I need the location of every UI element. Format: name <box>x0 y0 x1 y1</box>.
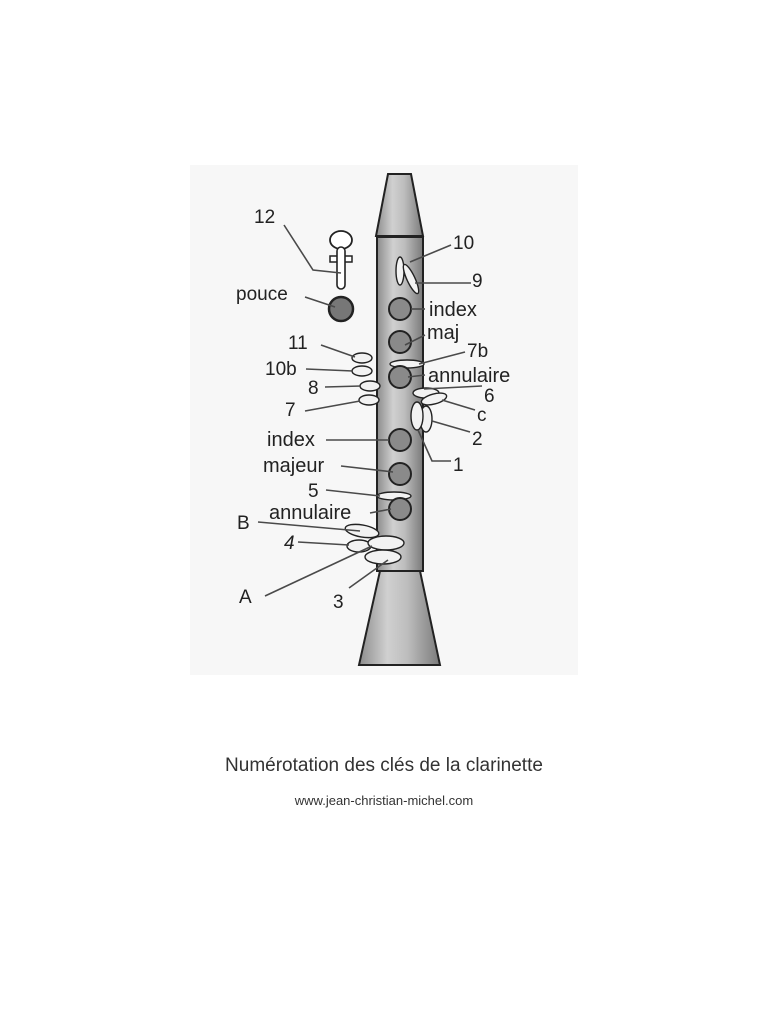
hole-annulaire-lower <box>388 497 412 521</box>
label-11: 11 <box>288 333 308 354</box>
label-index-left: index <box>267 429 315 451</box>
thumb-hole <box>327 295 355 323</box>
hole-index-upper <box>388 297 412 321</box>
label-4: 4 <box>284 533 295 554</box>
label-B: B <box>237 513 250 534</box>
label-c: c <box>477 405 487 426</box>
leader-lines <box>257 224 483 597</box>
key-1 <box>410 401 424 431</box>
key-8 <box>359 380 381 392</box>
label-6: 6 <box>484 386 495 407</box>
key-10 <box>395 256 405 286</box>
label-annulaire-left: annulaire <box>269 502 351 524</box>
bell <box>357 570 442 666</box>
caption-title: Numérotation des clés de la clarinette <box>225 755 543 776</box>
key-9 <box>402 263 420 295</box>
label-9: 9 <box>472 271 483 292</box>
hole-annulaire-upper <box>388 365 412 389</box>
label-1: 1 <box>453 455 464 476</box>
label-A: A <box>239 587 252 608</box>
label-annulaire-right: annulaire <box>428 365 510 387</box>
label-8: 8 <box>308 378 319 399</box>
key-3 <box>364 549 402 565</box>
label-7: 7 <box>285 400 296 421</box>
label-3: 3 <box>333 592 344 613</box>
key-c <box>420 392 448 406</box>
label-2: 2 <box>472 429 483 450</box>
label-5: 5 <box>308 481 319 502</box>
key-11 <box>351 352 373 364</box>
label-index-right: index <box>429 299 477 321</box>
key-7 <box>358 394 380 406</box>
key-B <box>344 523 380 539</box>
caption-website: www.jean-christian-michel.com <box>294 793 474 808</box>
label-10: 10 <box>453 233 474 254</box>
label-majeur: majeur <box>263 455 324 477</box>
key-4 <box>346 539 372 553</box>
hole-index-lower <box>388 428 412 452</box>
label-12: 12 <box>254 207 275 228</box>
register-key-12 <box>329 230 353 290</box>
key-A <box>367 535 405 551</box>
label-7b: 7b <box>467 341 488 362</box>
hole-maj-upper <box>388 330 412 354</box>
label-10b: 10b <box>265 359 297 380</box>
label-maj: maj <box>427 322 459 344</box>
key-10b <box>351 365 373 377</box>
label-pouce: pouce <box>236 284 288 305</box>
hole-majeur-lower <box>388 462 412 486</box>
